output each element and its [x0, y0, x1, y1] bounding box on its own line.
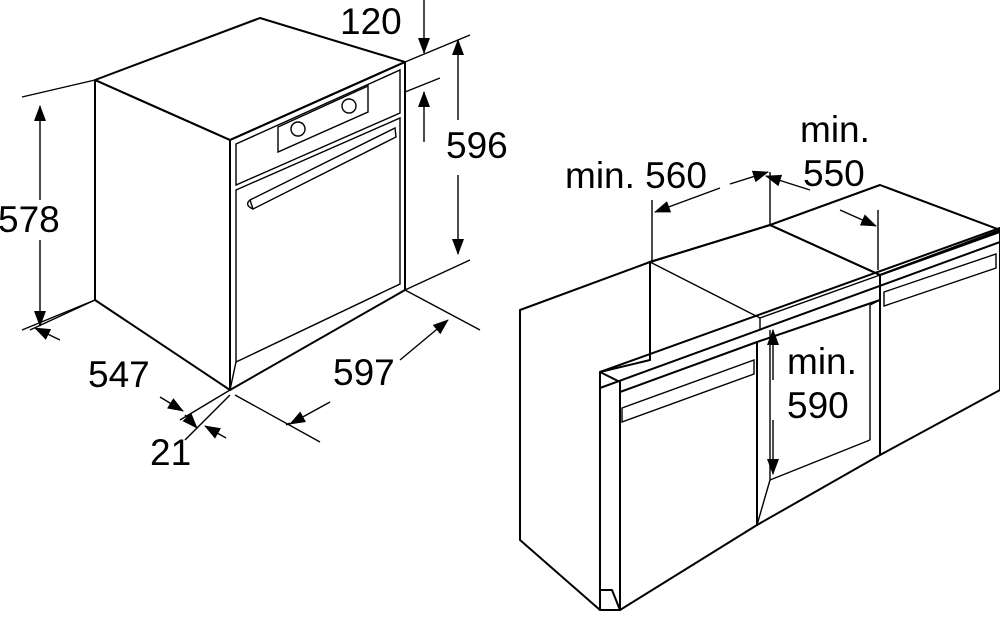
- dim-height-body-label: 578: [0, 199, 60, 240]
- cabinet-drawing: [519, 184, 1000, 611]
- oven-door-handle: [249, 126, 397, 210]
- oven-side-panel: [94, 79, 231, 391]
- cabinet-right-top: [769, 184, 1000, 276]
- dim-front-panel-label: 21: [150, 432, 191, 473]
- dim-height-total-label: 596: [446, 125, 508, 166]
- cabinet-plinth-notch: [599, 589, 621, 611]
- oven-drawing: [94, 17, 406, 391]
- cabinet-left-drawer: [621, 359, 755, 423]
- dim-depth-label: 547: [88, 354, 150, 395]
- cabinet-left-panel-edge: [599, 371, 621, 611]
- dim-niche-height-label-1: min.: [787, 341, 857, 382]
- dim-niche-depth-label-2: 550: [803, 153, 865, 194]
- cabinet-right-drawer: [883, 253, 997, 307]
- control-panel: [235, 68, 401, 187]
- oven-front-face: [229, 61, 406, 391]
- control-display: [277, 84, 369, 154]
- dim-niche-height-label-2: 590: [787, 385, 849, 426]
- cabinet-left-panel: [519, 261, 651, 611]
- cabinet-front-rail: [599, 227, 1000, 389]
- dim-niche-depth-label-1: min.: [800, 109, 870, 150]
- cabinet-dimensions: min. 560 min. 550 min. 590: [565, 109, 879, 475]
- oven-door: [235, 116, 401, 364]
- oven-dimensions: 578 547 21 597 596 120: [0, 0, 508, 473]
- dim-top-clearance-label: 120: [340, 1, 402, 42]
- control-knob-right-icon: [341, 98, 357, 114]
- dim-niche-width-label: min. 560: [565, 155, 707, 196]
- control-knob-left-icon: [290, 121, 306, 137]
- dim-width-label: 597: [333, 352, 395, 393]
- cabinet-left-front: [619, 341, 758, 611]
- oven-niche: [756, 299, 881, 526]
